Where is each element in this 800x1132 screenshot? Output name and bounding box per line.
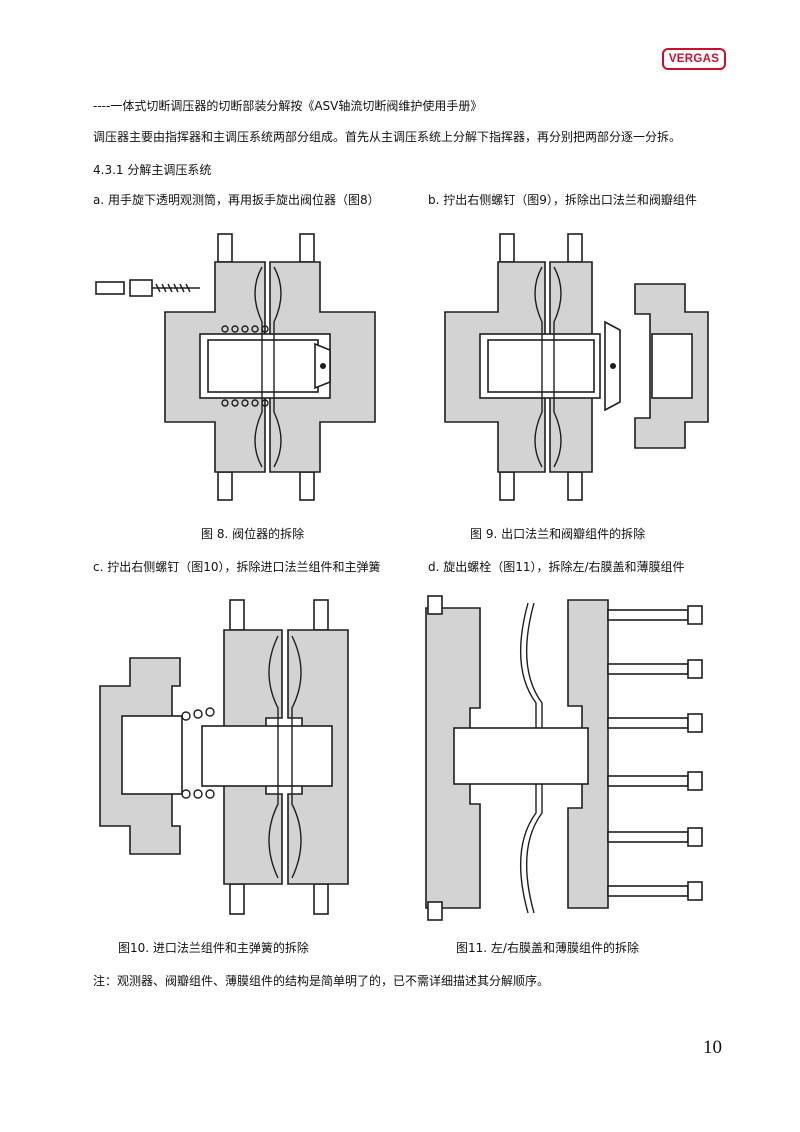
logo-text: VERGAS [668, 53, 720, 65]
figure-9-drawing [444, 233, 709, 501]
note: 注：观测器、阀瓣组件、薄膜组件的结构是简单明了的，已不需详细描述其分解顺序。 [93, 974, 550, 988]
step-b: b. 拧出右侧螺钉（图9），拆除出口法兰和阀瓣组件 [428, 193, 697, 207]
page-number: 10 [703, 1037, 722, 1058]
step-a: a. 用手旋下透明观测筒，再用扳手旋出阀位器（图8） [93, 193, 380, 207]
figure-8-caption: 图 8. 阀位器的拆除 [201, 527, 305, 541]
figure-11-caption: 图11. 左/右膜盖和薄膜组件的拆除 [456, 941, 639, 955]
figure-8-drawing [95, 233, 376, 501]
section-title: 4.3.1 分解主调压系统 [93, 163, 212, 177]
vergas-logo: VERGAS [662, 48, 726, 70]
figure-11-drawing [425, 595, 703, 921]
figure-9-caption: 图 9. 出口法兰和阀瓣组件的拆除 [470, 527, 646, 541]
intro-line: ----一体式切断调压器的切断部装分解按《ASV轴流切断阀维护使用手册》 [93, 99, 483, 113]
step-d: d. 旋出螺栓（图11），拆除左/右膜盖和薄膜组件 [428, 560, 685, 574]
figure-10-caption: 图10. 进口法兰组件和主弹簧的拆除 [118, 941, 309, 955]
step-c: c. 拧出右侧螺钉（图10），拆除进口法兰组件和主弹簧 [93, 560, 381, 574]
figure-10-drawing [99, 599, 349, 915]
intro-paragraph: 调压器主要由指挥器和主调压系统两部分组成。首先从主调压系统上分解下指挥器，再分别… [93, 130, 682, 144]
